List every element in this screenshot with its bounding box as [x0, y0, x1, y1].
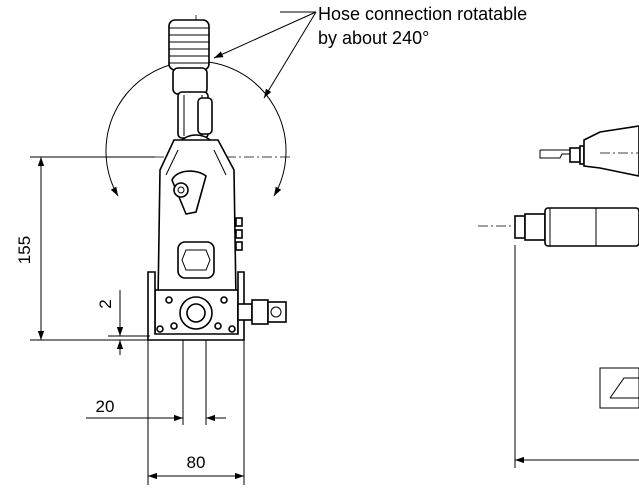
dimension-80-label: 80: [187, 453, 206, 472]
dimension-20: 20: [86, 340, 226, 425]
dimension-155: 155: [15, 156, 155, 341]
dimension-20-label: 20: [96, 397, 115, 416]
rotation-annotation: Hose connection rotatable by about 240°: [213, 4, 527, 99]
hose-connector: [168, 19, 213, 139]
annotation-line-1: Hose connection rotatable: [318, 4, 527, 24]
side-view: [478, 125, 639, 468]
side-fitting: [237, 299, 287, 325]
front-view: 155 2 20 80: [15, 15, 290, 485]
housing: [147, 139, 245, 341]
dimension-80: 80: [147, 340, 245, 485]
dimension-2: 2: [96, 290, 150, 355]
annotation-line-2: by about 240°: [318, 28, 429, 48]
dimension-2-label: 2: [96, 299, 115, 308]
dimension-155-label: 155: [15, 236, 34, 264]
